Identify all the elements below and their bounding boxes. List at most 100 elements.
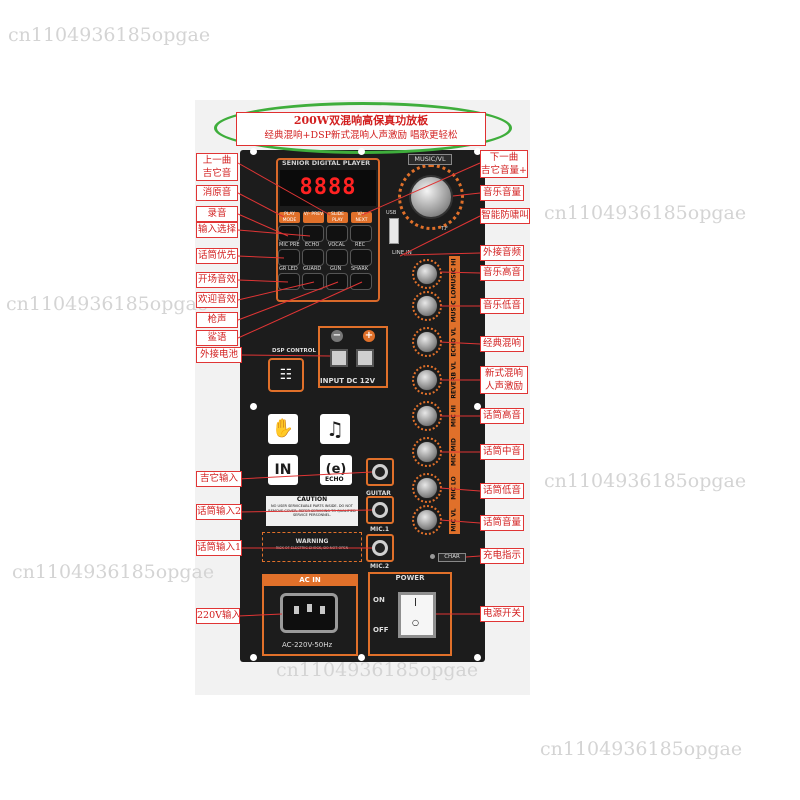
char-label: CHAR xyxy=(438,553,466,562)
mount-hole xyxy=(250,403,257,410)
mic1-jack[interactable] xyxy=(372,502,388,518)
callout-charge-indicator: 充电指示 xyxy=(480,548,524,564)
dsp-control-label: DSP CONTROL xyxy=(272,348,316,354)
knob-bar-label: MUSIC LO xyxy=(450,289,458,323)
on-label: ON xyxy=(373,596,385,604)
key-button[interactable] xyxy=(350,273,372,290)
key-button[interactable] xyxy=(326,273,348,290)
callout-mic-input-2: 话筒输入2 xyxy=(196,504,242,520)
microphone-hand-icon: ✋ xyxy=(268,414,298,444)
key-button[interactable] xyxy=(278,249,300,266)
dc-terminal-positive[interactable] xyxy=(356,349,374,367)
mic2-jack[interactable] xyxy=(372,540,388,556)
watermark-text: cn1104936185opgae xyxy=(12,561,215,583)
rotary-knob[interactable] xyxy=(416,263,438,285)
caution-text: NO USER SERVICEABLE PARTS INSIDE. DO NOT… xyxy=(268,504,356,517)
line-in-label: LINE IN xyxy=(392,250,412,256)
key-label: GUN xyxy=(330,266,342,272)
callout-mic-volume: 话筒音量 xyxy=(480,515,524,531)
knob-bar-label: MIC VL xyxy=(450,508,458,532)
rotary-knob[interactable] xyxy=(416,295,438,317)
callout-external-battery: 外接电池 xyxy=(196,347,242,363)
callout-mic-bass: 话筒低音 xyxy=(480,483,524,499)
key-button[interactable] xyxy=(350,225,372,242)
callout-new-reverb: 新式混响 人声激励 xyxy=(480,366,528,394)
play-mode-button[interactable]: PLAY MODE xyxy=(279,212,300,223)
key-label: VOCAL xyxy=(328,242,345,248)
prev-button[interactable]: V/- PREV xyxy=(303,212,324,223)
usb-port[interactable] xyxy=(389,218,399,244)
power-off-mark: ○ xyxy=(412,618,419,627)
dsp-control-icon[interactable]: ☷ xyxy=(268,358,304,392)
rotary-knob[interactable] xyxy=(416,369,438,391)
music-volume-knob[interactable] xyxy=(409,175,453,219)
key-label: SHARK xyxy=(351,266,369,272)
key-button[interactable] xyxy=(302,273,324,290)
callout-mic-mid: 话筒中音 xyxy=(480,444,524,460)
key-button[interactable] xyxy=(278,225,300,242)
key-label: REC xyxy=(355,242,366,248)
rotary-knob[interactable] xyxy=(416,477,438,499)
knob-bar-label: MUSIC HI xyxy=(450,258,458,290)
key-button[interactable] xyxy=(302,225,324,242)
key-button[interactable] xyxy=(302,249,324,266)
off-label: OFF xyxy=(373,626,389,634)
callout-external-audio: 外接音频 xyxy=(480,245,524,261)
callout-next-guitar-vol-up: 下一曲 吉它音量+ xyxy=(480,150,528,178)
knob-ring xyxy=(412,259,442,289)
mount-hole xyxy=(358,148,365,155)
echo-label: ECHO xyxy=(325,476,344,483)
warning-title: WARNING xyxy=(295,538,329,545)
watermark-text: cn1104936185opgae xyxy=(8,24,211,46)
usb-label: USB xyxy=(386,210,397,216)
mount-hole xyxy=(474,654,481,661)
rotary-knob[interactable] xyxy=(416,405,438,427)
ac-power-socket[interactable] xyxy=(280,593,338,633)
warning-label: WARNING RISK OF ELECTRIC SHOCK, DO NOT O… xyxy=(266,538,358,558)
led-display: 8888 xyxy=(280,170,376,206)
header-subtitle: 经典混响+DSP新式混响人声激励 唱歌更轻松 xyxy=(264,130,458,141)
callout-music-volume: 音乐音量 xyxy=(480,185,524,201)
knob-label-bar xyxy=(449,256,460,534)
socket-pin xyxy=(320,606,325,614)
key-button[interactable] xyxy=(326,249,348,266)
mount-hole xyxy=(250,148,257,155)
mount-hole xyxy=(250,654,257,661)
input-dc-label: INPUT DC 12V xyxy=(320,377,376,385)
music-note-icon: ♫ xyxy=(320,414,350,444)
plus-icon: + xyxy=(363,330,375,342)
rotary-knob[interactable] xyxy=(416,331,438,353)
rotary-knob[interactable] xyxy=(416,509,438,531)
header-box: 200W双混响高保真功放板 经典混响+DSP新式混响人声激励 唱歌更轻松 xyxy=(236,112,486,146)
callout-classic-reverb: 经典混响 xyxy=(480,336,524,352)
minus-icon: − xyxy=(331,330,343,342)
mount-hole xyxy=(474,148,481,155)
charge-led xyxy=(430,554,435,559)
callout-mic-input-1: 话筒输入1 xyxy=(196,540,242,556)
callout-220v-input: 220V输入 xyxy=(196,608,240,624)
dc-terminal-negative[interactable] xyxy=(330,349,348,367)
key-button[interactable] xyxy=(350,249,372,266)
rotary-knob[interactable] xyxy=(416,441,438,463)
power-switch[interactable] xyxy=(398,592,436,638)
key-button[interactable] xyxy=(278,273,300,290)
next-button[interactable]: V/+ NEXT xyxy=(351,212,372,223)
callout-input-select: 输入选择 xyxy=(196,222,238,238)
knob-bar-label: MIC HI xyxy=(450,405,458,427)
warning-text: RISK OF ELECTRIC SHOCK, DO NOT OPEN xyxy=(275,546,349,550)
knob-bar-label: REVERB VL xyxy=(450,361,458,399)
knob-bar-label: MIC MID xyxy=(450,438,458,466)
slide-play-button[interactable]: SLIDE PLAY xyxy=(327,212,348,223)
music-volume-label: MUSIC/VL xyxy=(408,154,452,165)
key-button[interactable] xyxy=(326,225,348,242)
guitar-jack[interactable] xyxy=(372,464,388,480)
callout-vocal-cut: 消原音 xyxy=(196,185,238,201)
key-label: GR LED xyxy=(279,266,298,272)
watermark-text: cn1104936185opgae xyxy=(544,202,747,224)
callout-music-treble: 音乐高音 xyxy=(480,265,524,281)
callout-prev-guitar-vol-down: 上一曲 吉它音量- xyxy=(196,153,238,181)
socket-pin xyxy=(294,606,299,614)
watermark-text: cn1104936185opgae xyxy=(276,659,479,681)
callout-opening-effect: 开场音效 xyxy=(196,272,238,288)
mic2-label: MIC.2 xyxy=(370,563,390,570)
